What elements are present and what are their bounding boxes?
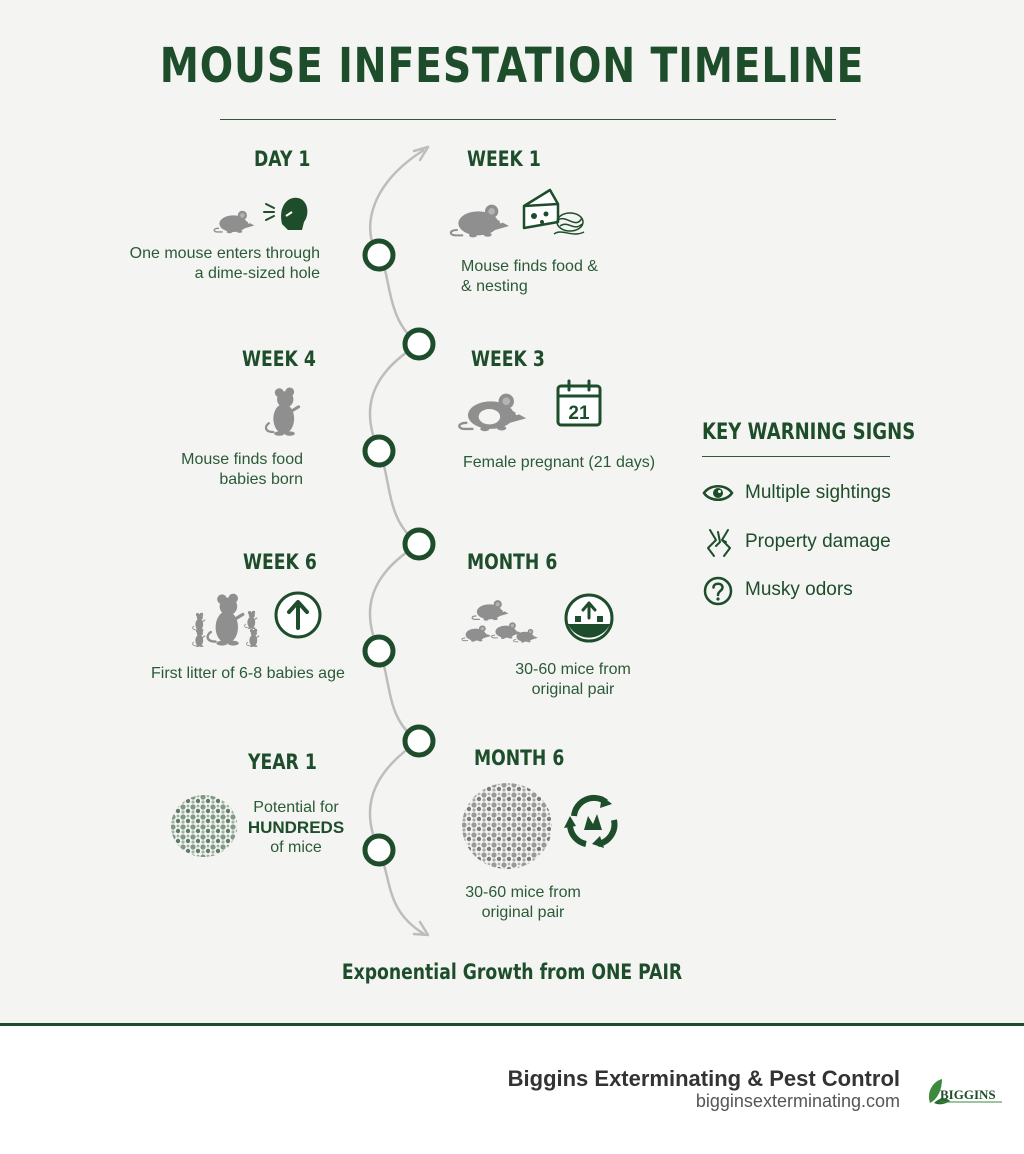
mouse-family-icon bbox=[192, 592, 260, 648]
warning-signs-divider bbox=[702, 456, 890, 457]
stage-label-week3: WEEK 3 bbox=[471, 347, 545, 371]
company-website[interactable]: bigginsexterminating.com bbox=[695, 1091, 900, 1111]
cheese-icon bbox=[522, 188, 585, 235]
logo-text: BIGGINS bbox=[940, 1087, 996, 1102]
warning-sign-multiple-sightings: Multiple sightings bbox=[745, 482, 891, 503]
question-icon bbox=[703, 576, 733, 606]
timeline-node-year1 bbox=[362, 833, 396, 867]
footer bbox=[0, 1026, 1024, 1154]
warning-sign-property-damage: Property damage bbox=[745, 531, 891, 552]
stage-desc-month6b: 30-60 mice from original pair bbox=[465, 884, 581, 921]
stage-desc-week3: Female pregnant (21 days) bbox=[463, 454, 656, 471]
company-name: Biggins Exterminating & Pest Control bbox=[507, 1066, 900, 1091]
stage-desc-week4: Mouse finds food babies born bbox=[181, 451, 303, 488]
title-divider bbox=[220, 119, 836, 120]
timeline-node-day1 bbox=[362, 238, 396, 272]
stage-desc-week6: First litter of 6-8 babies age bbox=[151, 665, 345, 682]
stage-label-day1: DAY 1 bbox=[254, 147, 311, 171]
warning-signs-title: KEY WARNING SIGNS bbox=[702, 420, 916, 445]
mouse-icon bbox=[449, 203, 511, 238]
cycle-icon bbox=[564, 794, 618, 848]
page-title: MOUSE INFESTATION TIMELINE bbox=[159, 38, 865, 94]
pregnant-mouse-icon bbox=[458, 392, 528, 432]
stage-label-week6: WEEK 6 bbox=[243, 550, 317, 574]
nest-icon bbox=[553, 212, 585, 235]
timeline-node-month6a bbox=[402, 724, 436, 758]
hole-entry-icon bbox=[263, 197, 308, 230]
damage-icon bbox=[707, 529, 731, 557]
mouse-icon bbox=[213, 210, 256, 234]
stage-label-week4: WEEK 4 bbox=[242, 347, 316, 371]
growth-arrow-icon bbox=[274, 591, 322, 639]
mouse-swarm-icon bbox=[462, 783, 552, 869]
eye-icon bbox=[702, 485, 734, 501]
calendar-icon: 21 bbox=[556, 379, 602, 427]
standing-mouse-icon bbox=[264, 386, 301, 438]
stage-label-year1: YEAR 1 bbox=[248, 750, 317, 774]
stage-desc-month6a: 30-60 mice from original pair bbox=[515, 661, 631, 698]
stage-label-month6a: MONTH 6 bbox=[467, 550, 558, 574]
stage-label-month6b: MONTH 6 bbox=[474, 746, 565, 770]
warning-sign-musky-odors: Musky odors bbox=[745, 579, 853, 600]
timeline-node-week3 bbox=[402, 527, 436, 561]
timeline-node-week6 bbox=[362, 634, 396, 668]
timeline-path bbox=[362, 145, 436, 937]
stage-label-week1: WEEK 1 bbox=[467, 147, 541, 171]
mouse-group-icon bbox=[461, 599, 539, 643]
growth-gauge-icon bbox=[564, 593, 614, 643]
stage-desc-week1: Mouse finds food & & nesting bbox=[461, 258, 598, 295]
timeline-node-week1 bbox=[402, 327, 436, 361]
calendar-number: 21 bbox=[568, 403, 590, 424]
mouse-swarm-icon bbox=[171, 795, 237, 857]
company-logo: BIGGINS bbox=[928, 1079, 1002, 1105]
stage-desc-year1: Potential for HUNDREDS of mice bbox=[247, 799, 345, 856]
growth-caption: Exponential Growth from ONE PAIR bbox=[341, 960, 683, 984]
stage-desc-day1: One mouse enters through a dime-sized ho… bbox=[129, 245, 320, 282]
timeline-node-week4 bbox=[362, 434, 396, 468]
footer-divider bbox=[0, 1023, 1024, 1026]
